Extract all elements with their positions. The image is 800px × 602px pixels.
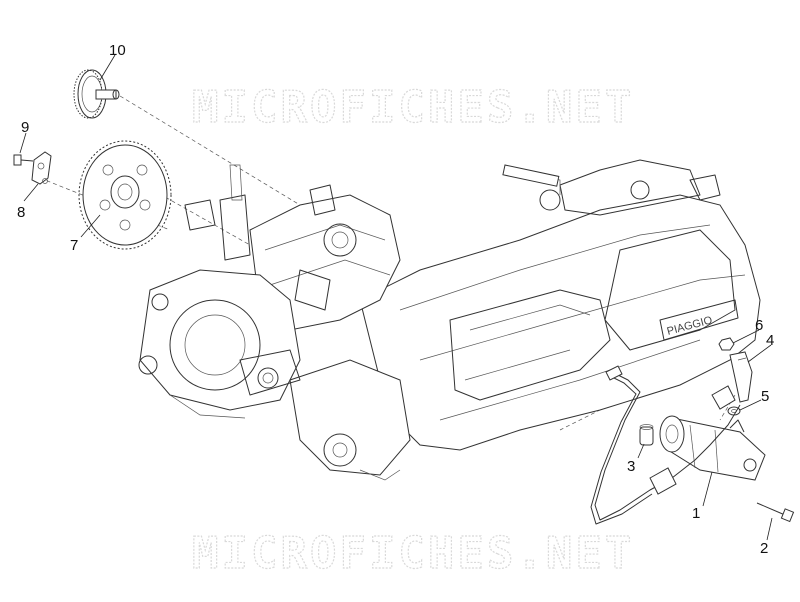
callout-6: 6 [755,317,763,334]
engine-assembly: PIAGGIO [138,159,761,481]
starter-cable[interactable] [590,365,741,525]
callout-1: 1 [692,505,700,522]
callout-2: 2 [760,540,768,557]
terminal-cap-part-4[interactable] [729,351,753,403]
large-gear-part-7[interactable] [78,140,172,250]
callout-5: 5 [761,388,769,405]
callout-10: 10 [109,42,126,59]
callout-numbers: 1 2 3 4 5 6 7 8 9 10 [17,42,774,557]
callout-8: 8 [17,204,25,221]
callout-3: 3 [627,458,635,475]
leader-lines [19,54,773,541]
watermark-top: MICROFICHES.NET [192,82,634,133]
bracket-part-8[interactable] [31,151,52,185]
callout-7: 7 [70,237,78,254]
callout-4: 4 [766,332,774,349]
callout-9: 9 [21,119,29,136]
bolt-part-2[interactable] [756,502,795,523]
watermark-bottom: MICROFICHES.NET [192,528,634,579]
gear-shaft-part-10[interactable] [73,69,120,119]
screw-part-9[interactable] [13,154,34,166]
nut-part-6[interactable] [718,337,735,351]
starter-motor-part-1[interactable] [659,415,766,481]
spacer-part-3[interactable] [639,424,654,446]
